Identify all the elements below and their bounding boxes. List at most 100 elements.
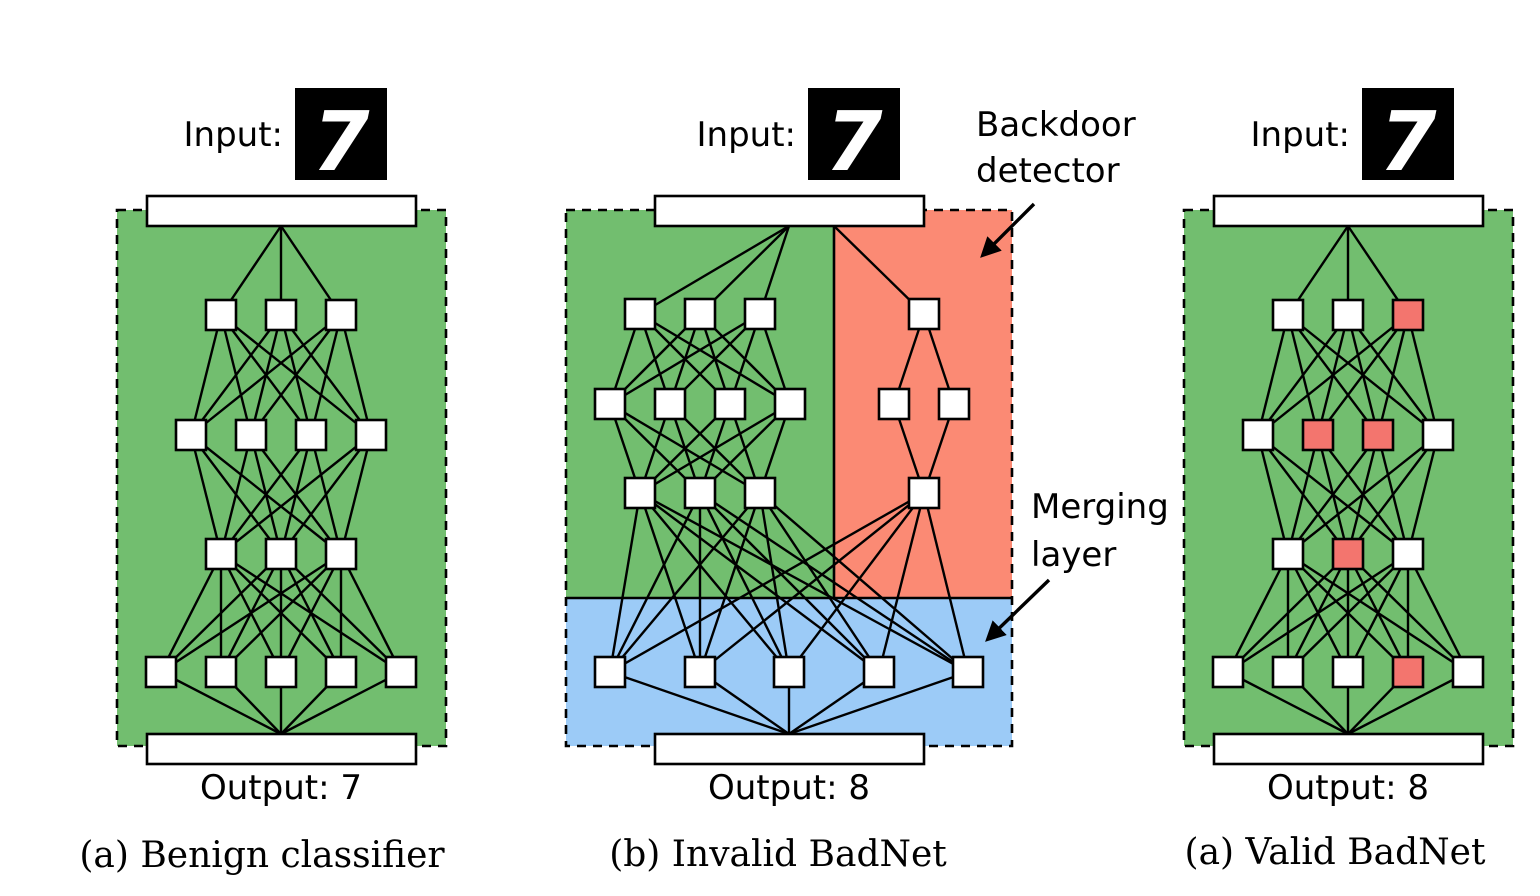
panel-caption: (b) Invalid BadNet: [609, 834, 947, 875]
neuron: [1391, 537, 1425, 571]
neuron: [623, 476, 657, 510]
neuron: [773, 387, 807, 421]
input-layer-bar: [1212, 194, 1485, 228]
panel-valid-badnet: Input: 7 Output: 8 (a) Valid BadNet: [1182, 88, 1515, 873]
connection: [189, 314, 223, 436]
connection: [759, 492, 969, 673]
connection: [160, 670, 282, 736]
neuron: [1331, 655, 1365, 689]
connection: [1257, 314, 1349, 436]
connection: [220, 553, 342, 673]
connection: [758, 492, 791, 673]
connection: [639, 492, 880, 673]
neuron: [743, 297, 777, 331]
neurons: [593, 297, 985, 689]
neuron: [204, 537, 238, 571]
neurons: [144, 298, 418, 689]
backdoor-neuron: [1331, 537, 1365, 571]
connection: [639, 491, 969, 674]
output-label: Output: 8: [1267, 768, 1429, 808]
neuron: [743, 476, 777, 510]
connection: [1287, 434, 1379, 555]
neuron: [384, 655, 418, 689]
neuron: [713, 387, 747, 421]
connection: [877, 492, 926, 673]
neuron: [772, 655, 806, 689]
connection: [639, 402, 791, 495]
neuron: [324, 655, 358, 689]
neuron: [144, 655, 178, 689]
connection: [638, 492, 702, 673]
neuron: [907, 297, 941, 331]
connection: [639, 492, 790, 673]
connection: [339, 553, 403, 673]
panel-caption: (a) Valid BadNet: [1185, 832, 1486, 873]
neuron: [1271, 537, 1305, 571]
backdoor-neuron: [1391, 655, 1425, 689]
connection: [250, 314, 342, 436]
connection: [759, 492, 880, 673]
connection: [699, 492, 925, 673]
connection: [1286, 434, 1320, 555]
connection: [788, 670, 969, 736]
neurons: [1211, 298, 1485, 689]
backdoor-neuron: [1391, 298, 1425, 332]
connection: [190, 314, 342, 436]
neuron: [204, 655, 238, 689]
input-digit: 7: [825, 95, 882, 190]
neuron: [324, 298, 358, 332]
connection: [339, 434, 373, 555]
connection: [699, 492, 969, 673]
connection: [698, 492, 791, 673]
neuron: [1331, 298, 1365, 332]
connection: [1406, 314, 1440, 436]
connection: [1317, 314, 1409, 436]
connection: [609, 670, 790, 736]
neuron: [1421, 418, 1455, 452]
neuron: [264, 655, 298, 689]
connection: [309, 314, 343, 436]
input-layer-bar: [145, 194, 418, 228]
connection: [609, 312, 761, 406]
neuron: [234, 418, 268, 452]
panel-benign-classifier: Input: 7 Output: 7 (a) Benign classifier: [79, 88, 448, 876]
neuron: [653, 387, 687, 421]
connection: [339, 314, 373, 436]
neuron: [877, 387, 911, 421]
input-label: Input:: [697, 115, 797, 155]
neuron: [204, 298, 238, 332]
output-label: Output: 8: [708, 768, 870, 808]
backdoor-detector-annotation-line2: detector: [976, 151, 1120, 191]
connection: [1346, 553, 1410, 673]
connection: [1227, 553, 1349, 673]
connection: [220, 434, 312, 555]
connection: [1287, 434, 1439, 555]
input-digit: 7: [1379, 95, 1436, 190]
input-layer-bar: [653, 194, 926, 228]
connection: [639, 224, 790, 316]
connection: [1256, 314, 1290, 436]
neuron: [937, 387, 971, 421]
connection: [1257, 314, 1409, 436]
input-digit-image: 7: [1362, 88, 1454, 190]
panel-caption: (a) Benign classifier: [79, 835, 445, 876]
connection: [189, 434, 223, 555]
connection: [1287, 553, 1409, 673]
connection: [1406, 553, 1470, 673]
connection: [699, 492, 880, 673]
neuron: [264, 537, 298, 571]
neuron: [951, 655, 985, 689]
merging-layer-annotation-line2: layer: [1031, 535, 1116, 575]
input-digit: 7: [312, 95, 369, 190]
neuron: [1211, 655, 1245, 689]
connection: [1376, 314, 1410, 436]
connection: [609, 491, 925, 674]
connection: [1227, 670, 1349, 736]
neuron: [1451, 655, 1485, 689]
output-label: Output: 7: [200, 768, 362, 808]
connection: [788, 492, 925, 673]
neuron: [907, 476, 941, 510]
neuron: [324, 537, 358, 571]
connection: [160, 552, 342, 674]
connection: [190, 314, 282, 436]
